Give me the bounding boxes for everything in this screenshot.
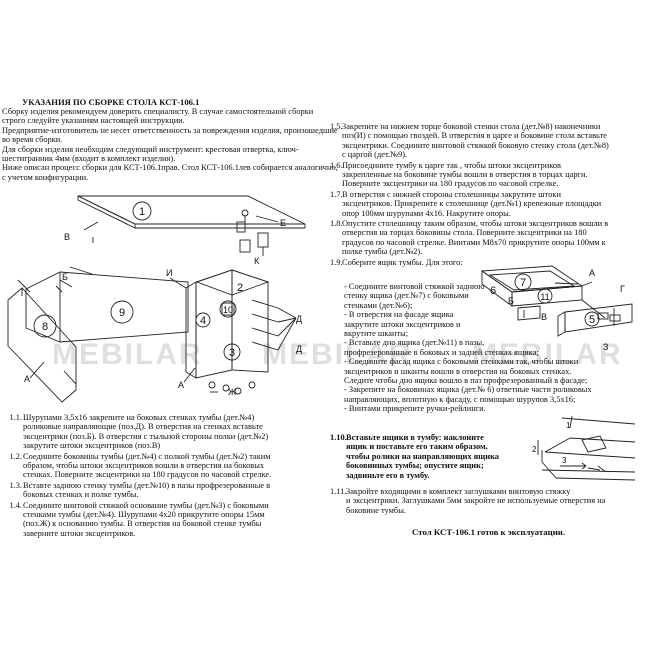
- letter-label: К: [254, 256, 260, 266]
- substep-line: стенками (дет.№6);: [344, 300, 413, 310]
- letter-label: А: [24, 374, 30, 384]
- part-label: 2: [237, 282, 243, 294]
- intro-line: Ниже описан процесс сборки для КСТ-106.1…: [2, 163, 338, 173]
- part-label: 6: [490, 285, 496, 297]
- letter-label: Ж: [228, 387, 237, 397]
- part-label: 11: [540, 292, 549, 302]
- step-1-9: 1.9. Соберите ящик тумбы. Для этого:: [330, 257, 463, 267]
- substep-line: стенку ящика (дет.№7) с боковыми: [344, 291, 469, 301]
- intro-block: Сборку изделия рекомендуем доверить спец…: [2, 107, 338, 182]
- step-1-6: 1.6. Присоедините тумбу к царге так , чт…: [330, 160, 588, 189]
- part-label: 7: [520, 277, 526, 289]
- page-title: УКАЗАНИЯ ПО СБОРКЕ СТОЛА КСТ-106.1: [22, 97, 200, 107]
- letter-label: И: [166, 268, 172, 278]
- part-label: 3: [229, 347, 235, 359]
- final-statement: Стол КСТ-106.1 готов к эксплуатации.: [412, 527, 566, 537]
- letter-label: А: [589, 268, 595, 278]
- substep-line: закрутите штоки эксцентриков и: [344, 319, 461, 329]
- intro-line: Сборку изделия рекомендуем доверить спец…: [2, 107, 314, 116]
- letter-label: Б: [62, 272, 68, 282]
- intro-line: шестигранник 4мм (входит в комплект изде…: [2, 154, 176, 164]
- letter-label: Б: [508, 296, 514, 306]
- letter-label: В: [541, 312, 547, 322]
- substep-line: Следите чтобы дно ящика вошло в паз проф…: [344, 376, 588, 386]
- letter-label: З: [603, 342, 608, 352]
- steps-left: 1.1. Шурупами 3,5х16 закрепите на боковы…: [2, 413, 271, 538]
- letter-label: Д: [296, 314, 302, 324]
- step-1-2: 1.2. Соедините боковины тумбы (дет.№4) с…: [9, 451, 272, 480]
- letter-label: Д: [296, 344, 302, 354]
- step-1-1: 1.1. Шурупами 3,5х16 закрепите на боковы…: [9, 413, 269, 451]
- step-1-10: 1.10. Вставьте ящики в тумбу: наклоните …: [330, 433, 499, 480]
- substep-line: вкрутите шканты;: [344, 329, 409, 339]
- substep-line: - Закрепите на боковинах ящика (дет.№ 6)…: [344, 385, 592, 395]
- watermark: MEBILAR: [262, 338, 413, 371]
- part-label: 5: [589, 314, 595, 326]
- intro-line: с учетом конфигурации.: [2, 172, 89, 182]
- part-label: 8: [42, 321, 48, 333]
- watermark: MEBILAR: [52, 338, 203, 371]
- step-1-3: 1.3. Вставте заднюю стенку тумбы (дет.№1…: [9, 480, 271, 500]
- arrow-number: 3: [562, 456, 567, 465]
- letter-label: Г: [620, 284, 625, 294]
- substeps-block: - Соедините винтовой стяжкой заднюю стен…: [344, 282, 592, 414]
- part-label: 4: [200, 315, 206, 327]
- substep-line: - Соедините винтовой стяжкой заднюю: [344, 282, 485, 291]
- part-label: 10: [223, 305, 233, 315]
- watermark: MEBILAR: [472, 338, 623, 371]
- step-1-7: 1.7. В отверстия с нижней стороны столеш…: [330, 189, 602, 218]
- substep-line: - В отверстия на фасаде ящика: [344, 310, 454, 320]
- step-1-11: 1.11. Закройте входящими в комплект загл…: [330, 487, 606, 515]
- substep-line: - Соедините фасад ящика с боковыми стенк…: [344, 357, 579, 367]
- substep-line: эксцентриков и шканты вошли в отверстия …: [344, 366, 572, 376]
- arrow-number: 2: [532, 445, 537, 454]
- intro-line: Для сборки изделия необходим следующий и…: [2, 144, 299, 154]
- intro-line: во время сборки.: [2, 135, 63, 145]
- steps-right: 1.5. Закрепите на нижнем торце боковой с…: [330, 122, 609, 267]
- step-1-8: 1.8. Опустите столешницу таким образом, …: [330, 219, 609, 257]
- part-label: 1: [139, 206, 145, 218]
- arrow-number: 1: [566, 421, 571, 430]
- letter-label: В: [64, 232, 70, 242]
- substep-line: направляющих, вплотную к фасаду, с помощ…: [344, 394, 576, 404]
- step-1-4: 1.4. Соедините винтовой стяжкой основани…: [9, 500, 269, 538]
- part-label: 9: [119, 307, 125, 319]
- letter-label: А: [178, 380, 184, 390]
- letter-label: Е: [280, 218, 286, 228]
- substep-line: - Вставьте дно ящика (дет.№11) в пазы,: [344, 338, 485, 348]
- intro-line: строго следуйте указаниям настоящей инст…: [2, 116, 185, 126]
- substep-line: профрезерованные в боковых и задней стен…: [344, 347, 539, 357]
- step-1-5: 1.5. Закрепите на нижнем торце боковой с…: [330, 122, 609, 160]
- intro-line: Предприятие-изготовитель не несет ответс…: [2, 125, 338, 135]
- substep-line: - Винтами прикрепите ручки-рейлинги.: [344, 404, 486, 414]
